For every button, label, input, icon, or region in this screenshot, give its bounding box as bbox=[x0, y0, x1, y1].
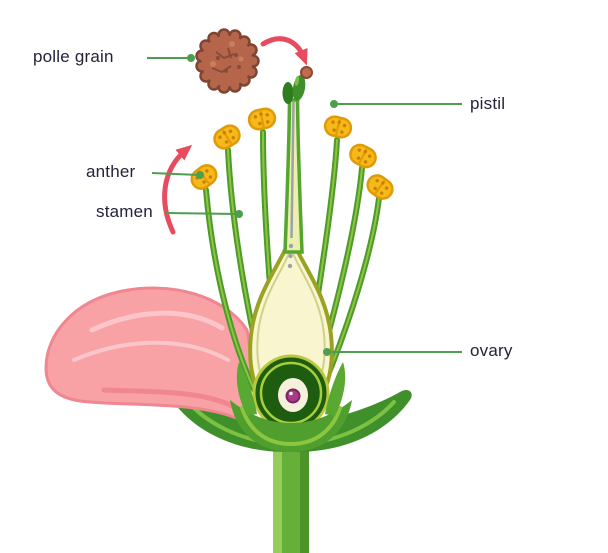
leader-dot-pistil bbox=[330, 100, 338, 108]
petal bbox=[44, 286, 253, 424]
pollen-texture bbox=[210, 41, 244, 74]
pistil-structure bbox=[282, 66, 313, 269]
anthers bbox=[190, 107, 394, 200]
arrow-anther-to-pollen bbox=[162, 144, 193, 235]
ovary bbox=[248, 227, 334, 432]
leader-dots bbox=[187, 54, 338, 356]
label-pollen-grain: polle grain bbox=[33, 47, 114, 66]
label-pistil: pistil bbox=[470, 94, 506, 113]
leader-dot-stamen bbox=[235, 210, 243, 218]
calyx-tip-left bbox=[236, 362, 257, 416]
leader-line-anther bbox=[151, 172, 200, 176]
pollen-on-stigma bbox=[300, 66, 313, 79]
anther-pod bbox=[366, 174, 394, 200]
pollination-arrows bbox=[162, 36, 308, 235]
anther-pod bbox=[323, 115, 353, 139]
pollen-tube-dots bbox=[287, 243, 294, 269]
anther-pod bbox=[190, 164, 218, 190]
label-anther: anther bbox=[86, 162, 136, 181]
leader-lines bbox=[147, 57, 462, 353]
anther-pod bbox=[213, 124, 241, 150]
label-ovary: ovary bbox=[470, 341, 513, 360]
anther-pod bbox=[349, 143, 377, 169]
label-stamen: stamen bbox=[96, 202, 153, 221]
leader-dot-anther bbox=[196, 171, 204, 179]
stigma bbox=[282, 66, 313, 104]
leader-dot-pollen-grain bbox=[187, 54, 195, 62]
ovule-nucleus bbox=[285, 388, 301, 404]
calyx-cup bbox=[230, 362, 352, 452]
calyx-tip-right bbox=[325, 362, 346, 416]
ovule bbox=[252, 354, 330, 432]
pollen-grain bbox=[195, 28, 260, 94]
pollen-tube bbox=[290, 101, 295, 239]
anther-pod bbox=[247, 107, 277, 131]
arrow-pollen-to-stigma bbox=[260, 36, 308, 66]
leader-dot-ovary bbox=[323, 348, 331, 356]
leader-line-stamen bbox=[165, 212, 239, 215]
stem bbox=[273, 448, 309, 553]
